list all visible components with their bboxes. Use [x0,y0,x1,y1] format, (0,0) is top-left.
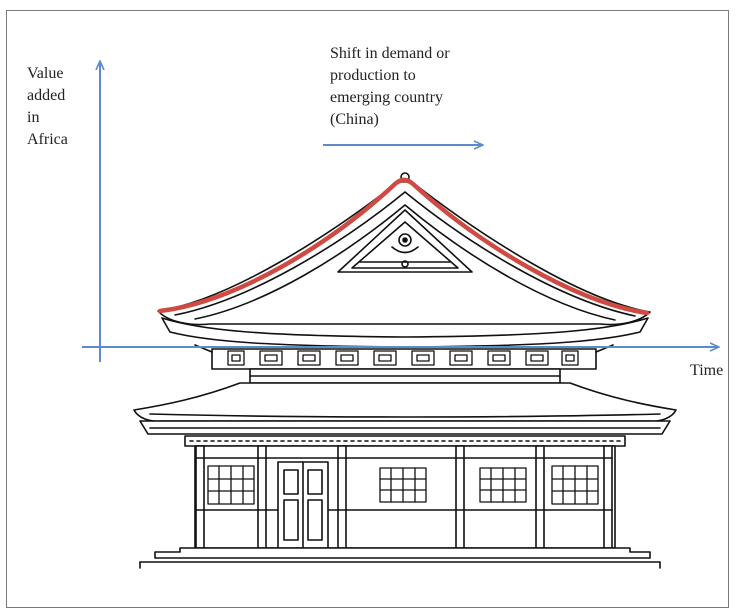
axes [82,62,718,362]
temple-base [154,547,651,559]
y-axis-label: Value added in Africa [27,63,97,151]
window [379,467,427,503]
temple-illustration [133,172,677,569]
y-axis-label-line: in [27,109,40,126]
bracket-band [211,348,597,370]
hall-columns [195,445,613,549]
gable-ornament [359,233,451,268]
ground-edge [139,561,661,569]
shift-label-line: (China) [330,111,379,128]
y-axis-label-line: Africa [27,131,68,148]
shift-label-line: Shift in demand or [330,45,450,62]
lower-roof-line [149,413,661,418]
window [479,467,527,503]
hall-windows [207,465,599,505]
hall-door [277,461,329,549]
window [207,465,255,505]
shift-label: Shift in demand or production to emergin… [330,43,550,131]
value-added-curve [157,177,650,316]
window [551,465,599,505]
upper-roof-inner-line [194,204,616,321]
x-axis-label: Time [690,362,724,379]
lintel [184,435,626,447]
bracket-set [227,350,579,366]
shift-label-line: emerging country [330,89,444,106]
upper-roof-eave [161,317,649,348]
shift-label-line: production to [330,67,416,84]
y-axis-label-line: Value [27,65,64,82]
y-axis-label-line: added [27,87,66,104]
upper-roof-inner-line [174,191,636,317]
gable-inner [351,221,459,269]
